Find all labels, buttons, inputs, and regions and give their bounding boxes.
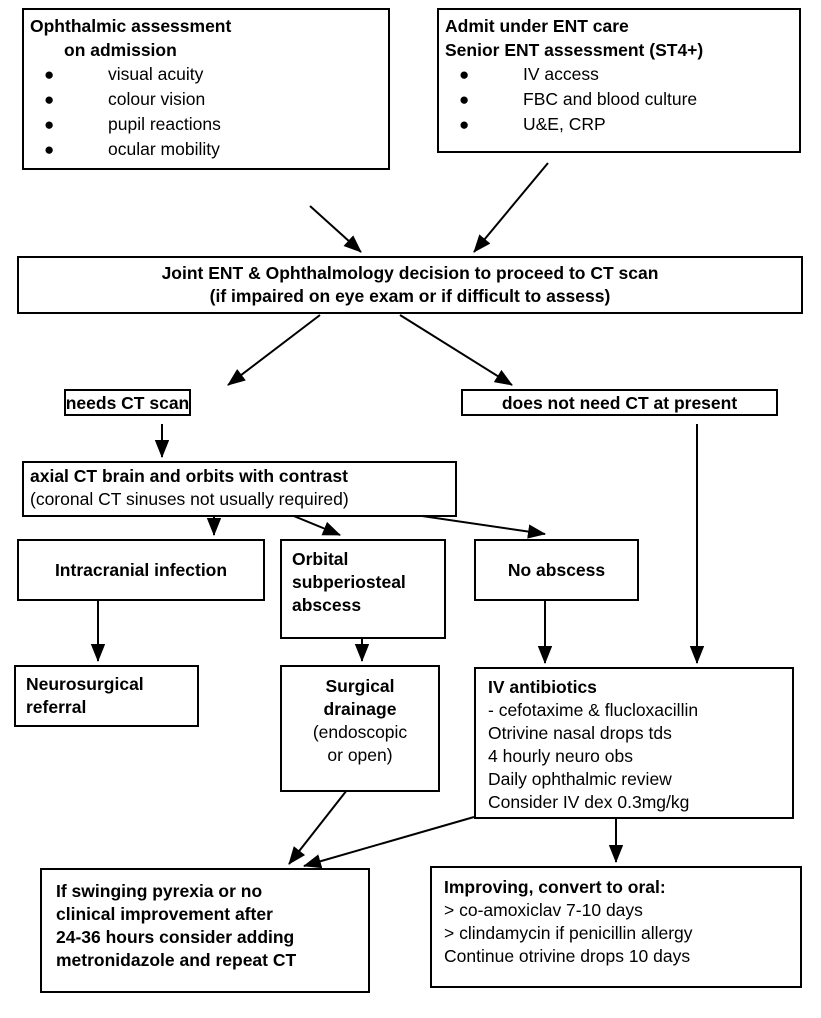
axial-ct-line2: (coronal CT sinuses not usually required… xyxy=(30,489,349,509)
node-admit-under-ent-care[interactable]: Admit under ENT care Senior ENT assessme… xyxy=(437,8,801,153)
node-neurosurgical-referral[interactable]: Neurosurgical referral xyxy=(14,665,199,727)
neurosurgical-line2: referral xyxy=(26,697,87,717)
bullet-icon: ● xyxy=(459,65,470,84)
noimprove-line3: 24-36 hours consider adding xyxy=(56,927,295,947)
improving-line-3: Continue otrivine drops 10 days xyxy=(444,946,691,966)
node-improving-convert-to-oral[interactable]: Improving, convert to oral: > co-amoxicl… xyxy=(430,866,802,988)
improving-heading: Improving, convert to oral: xyxy=(444,877,666,897)
orbital-line1: Orbital xyxy=(292,549,349,569)
bullet-label: U&E, CRP xyxy=(523,114,606,134)
ophthalmic-heading-line1: Ophthalmic assessment xyxy=(30,16,232,36)
list-item: ● visual acuity xyxy=(30,62,382,87)
node-joint-decision[interactable]: Joint ENT & Ophthalmology decision to pr… xyxy=(17,256,803,314)
improving-line-2: > clindamycin if penicillin allergy xyxy=(444,923,693,943)
bullet-icon: ● xyxy=(44,90,55,109)
bullet-label: FBC and blood culture xyxy=(523,89,698,109)
bullet-label: pupil reactions xyxy=(108,114,221,134)
edge-joint-to-no-ct xyxy=(399,314,513,386)
node-no-abscess[interactable]: No abscess xyxy=(474,539,639,601)
list-item: ● U&E, CRP xyxy=(445,112,793,137)
ivabx-line-4: Daily ophthalmic review xyxy=(488,769,672,789)
node-no-improvement[interactable]: If swinging pyrexia or no clinical impro… xyxy=(40,868,370,993)
improving-line-1: > co-amoxiclav 7-10 days xyxy=(444,900,643,920)
ivabx-heading: IV antibiotics xyxy=(488,677,597,697)
ophthalmic-heading-line2: on admission xyxy=(64,40,177,60)
edge-ivabx-to-noimprovement xyxy=(303,816,475,869)
needs-ct-label: needs CT scan xyxy=(65,392,190,413)
joint-decision-line2: (if impaired on eye exam or if difficult… xyxy=(209,286,611,306)
ivabx-line-5: Consider IV dex 0.3mg/kg xyxy=(488,792,690,812)
ivabx-line-1: - cefotaxime & flucloxacillin xyxy=(488,700,699,720)
no-ct-label: does not need CT at present xyxy=(501,392,738,413)
noimprove-line4: metronidazole and repeat CT xyxy=(56,950,297,970)
node-needs-ct-scan[interactable]: needs CT scan xyxy=(64,389,191,416)
noimprove-line1: If swinging pyrexia or no xyxy=(56,881,263,901)
bullet-label: ocular mobility xyxy=(108,139,220,159)
bullet-icon: ● xyxy=(459,90,470,109)
node-axial-ct[interactable]: axial CT brain and orbits with contrast … xyxy=(22,461,457,517)
bullet-label: IV access xyxy=(523,64,599,84)
node-surgical-drainage[interactable]: Surgical drainage (endoscopic or open) xyxy=(280,665,440,792)
node-iv-antibiotics[interactable]: IV antibiotics - cefotaxime & flucloxaci… xyxy=(474,667,794,819)
node-intracranial-infection[interactable]: Intracranial infection xyxy=(17,539,265,601)
ivabx-line-3: 4 hourly neuro obs xyxy=(488,746,633,766)
edge-ophthalmic-to-joint xyxy=(309,205,362,253)
orbital-line3: abscess xyxy=(292,595,362,615)
admit-heading-line1: Admit under ENT care xyxy=(445,16,629,36)
ophthalmic-bullet-list: ● visual acuity ● colour vision ● pupil rea… xyxy=(30,62,382,162)
no-abscess-label: No abscess xyxy=(507,559,606,580)
bullet-label: visual acuity xyxy=(108,64,204,84)
bullet-icon: ● xyxy=(44,115,55,134)
edge-joint-to-needs-ct xyxy=(227,314,321,386)
admit-bullet-list: ● IV access ● FBC and blood culture ● U&E, … xyxy=(445,62,793,137)
edge-drainage-to-noimprovement xyxy=(288,789,348,865)
node-ophthalmic-assessment[interactable]: Ophthalmic assessment on admission ● visu… xyxy=(22,8,390,170)
list-item: ● IV access xyxy=(445,62,793,87)
intracranial-label: Intracranial infection xyxy=(54,559,228,580)
orbital-line2: subperiosteal xyxy=(292,572,406,592)
bullet-label: colour vision xyxy=(108,89,206,109)
list-item: ● ocular mobility xyxy=(30,137,382,162)
ivabx-line-2: Otrivine nasal drops tds xyxy=(488,723,672,743)
list-item: ● pupil reactions xyxy=(30,112,382,137)
joint-decision-line1: Joint ENT & Ophthalmology decision to pr… xyxy=(161,263,659,283)
drainage-line1: Surgical xyxy=(325,676,395,696)
node-orbital-subperiosteal-abscess[interactable]: Orbital subperiosteal abscess xyxy=(280,539,446,639)
noimprove-line2: clinical improvement after xyxy=(56,904,273,924)
drainage-line2: drainage xyxy=(323,699,397,719)
drainage-line4: or open) xyxy=(327,745,393,765)
list-item: ● colour vision xyxy=(30,87,382,112)
axial-ct-line1: axial CT brain and orbits with contrast xyxy=(30,466,348,486)
drainage-line3: (endoscopic xyxy=(312,722,408,742)
edge-admit-to-joint xyxy=(473,162,549,253)
neurosurgical-line1: Neurosurgical xyxy=(26,674,144,694)
list-item: ● FBC and blood culture xyxy=(445,87,793,112)
bullet-icon: ● xyxy=(44,65,55,84)
bullet-icon: ● xyxy=(459,115,470,134)
bullet-icon: ● xyxy=(44,140,55,159)
admit-heading-line2: Senior ENT assessment (ST4+) xyxy=(445,40,704,60)
node-does-not-need-ct[interactable]: does not need CT at present xyxy=(461,389,778,416)
